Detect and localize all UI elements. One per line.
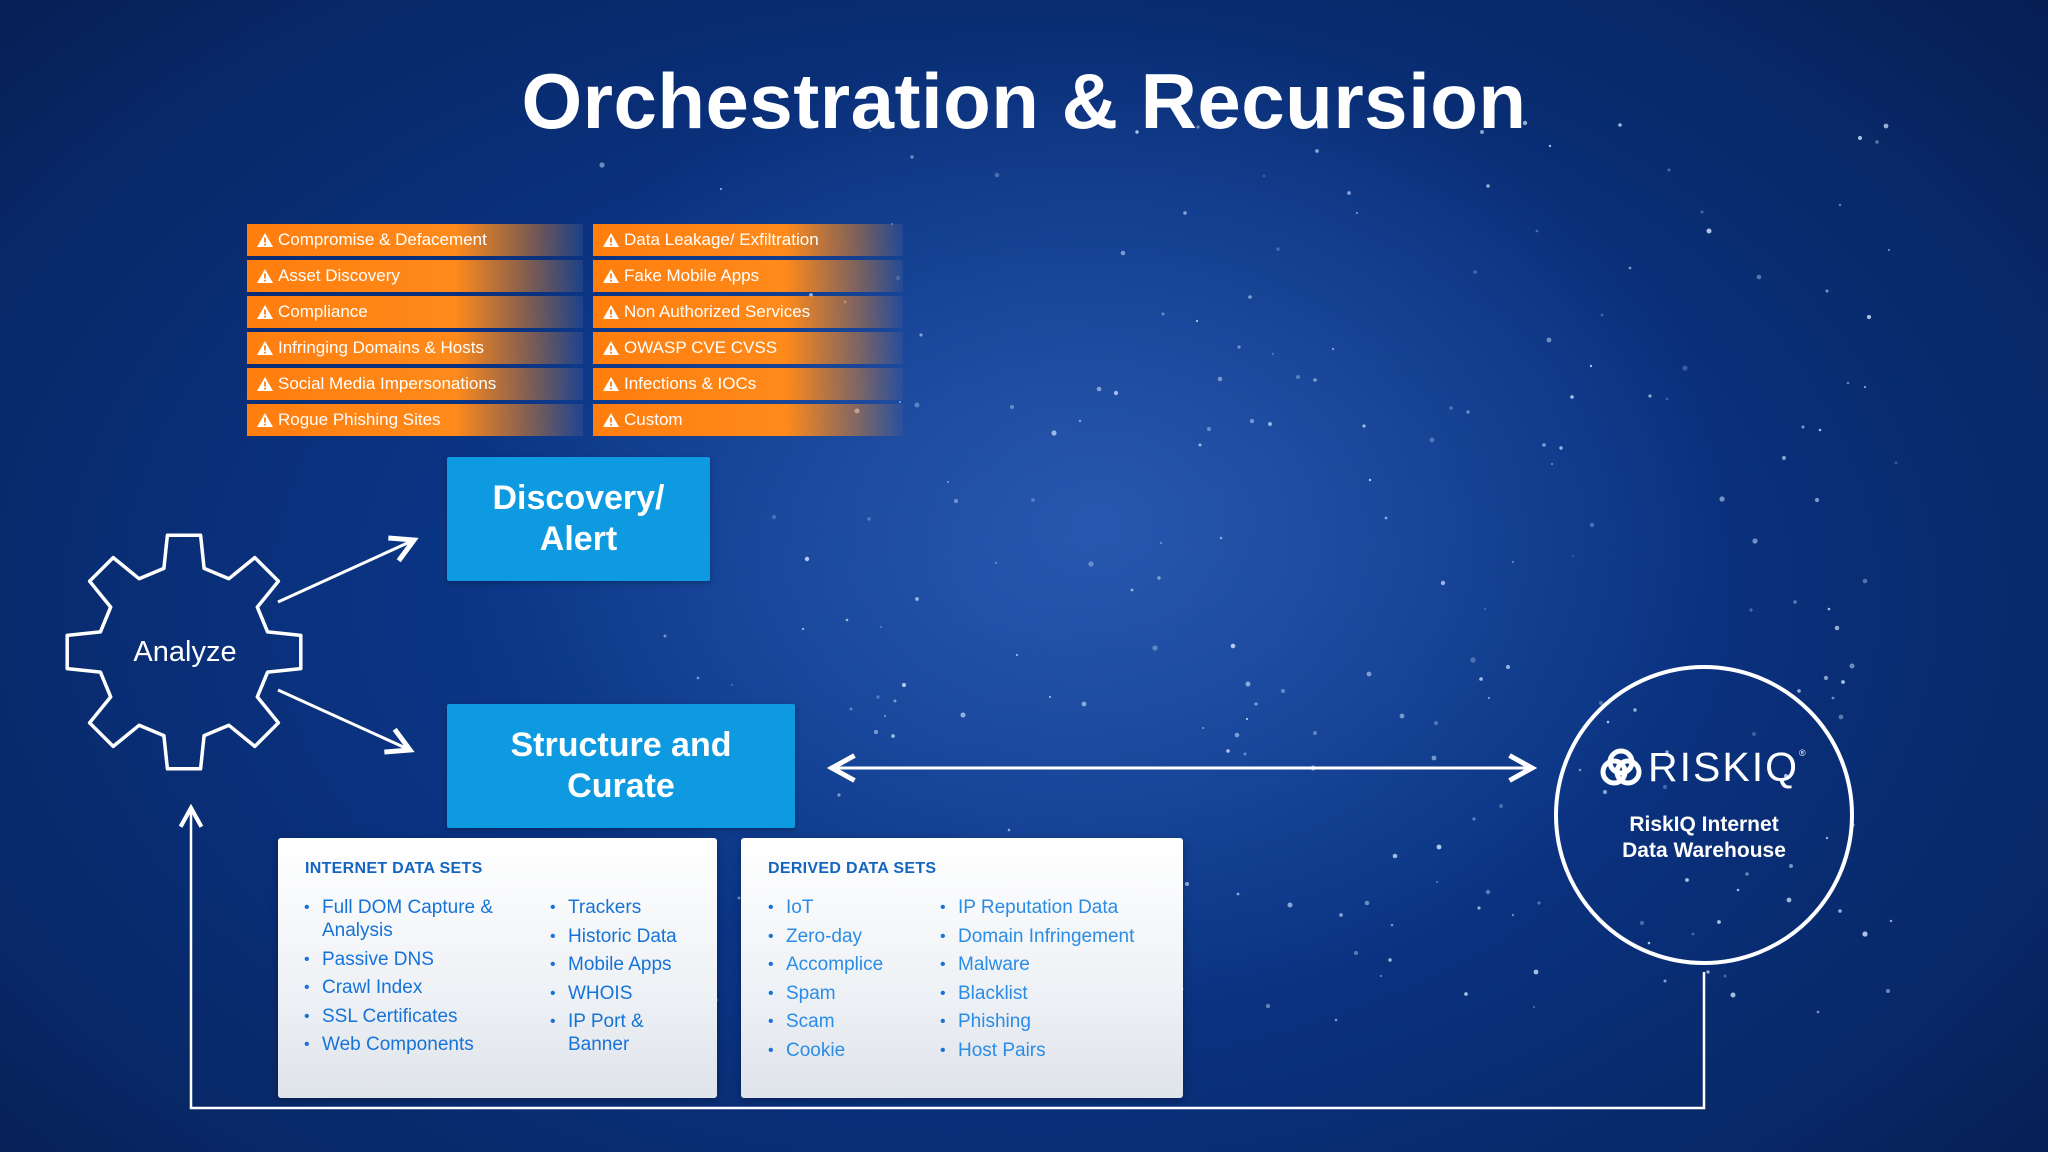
- internet-data-sets-heading: INTERNET DATA SETS: [305, 860, 483, 877]
- warning-icon: [603, 269, 619, 283]
- list-item: SSL Certificates: [304, 1005, 504, 1028]
- alert-item: Social Media Impersonations: [247, 368, 583, 400]
- data-warehouse-label: RiskIQ Internet Data Warehouse: [1554, 812, 1854, 864]
- list-item: Malware: [940, 953, 1170, 976]
- alert-item: Infringing Domains & Hosts: [247, 332, 583, 364]
- derived-data-list-left: IoT Zero-dayAccompliceSpamScamCookie: [768, 896, 928, 1067]
- list-item: Blacklist: [940, 982, 1170, 1005]
- list-item: WHOIS: [550, 982, 700, 1005]
- alert-item: Fake Mobile Apps: [593, 260, 903, 292]
- alert-item-label: OWASP CVE CVSS: [624, 338, 778, 357]
- discovery-alert-box: Discovery/ Alert: [447, 457, 710, 581]
- alert-item: Non Authorized Services: [593, 296, 903, 328]
- warning-icon: [603, 305, 619, 319]
- page-title: Orchestration & Recursion: [521, 57, 1527, 145]
- alert-item: Custom: [593, 404, 903, 436]
- internet-data-sets-panel: INTERNET DATA SETS Full DOM Capture & An…: [278, 838, 717, 1098]
- list-item: Crawl Index: [304, 976, 504, 999]
- list-item: Host Pairs: [940, 1039, 1170, 1062]
- alert-item: Compromise & Defacement: [247, 224, 583, 256]
- alert-item-label: Compliance: [278, 302, 368, 321]
- list-item: Domain Infringement: [940, 925, 1170, 948]
- warning-icon: [603, 341, 619, 355]
- structure-line-1: Structure and: [510, 726, 732, 764]
- list-item: Web Components: [304, 1033, 504, 1056]
- recursion-loop-line: [191, 808, 1706, 1110]
- list-item: Trackers: [550, 896, 700, 919]
- arrow-to-discovery: [277, 540, 414, 604]
- warning-icon: [603, 233, 619, 247]
- alert-item: Infections & IOCs: [593, 368, 903, 400]
- warning-icon: [257, 305, 273, 319]
- gear-icon: [65, 533, 303, 771]
- warning-icon: [257, 377, 273, 391]
- list-item: Mobile Apps: [550, 953, 700, 976]
- derived-data-sets-panel: DERIVED DATA SETS IoT Zero-dayAccompliceS…: [741, 838, 1183, 1098]
- alert-item: Rogue Phishing Sites: [247, 404, 583, 436]
- list-item: Phishing: [940, 1010, 1170, 1033]
- internet-data-list-right: TrackersHistoric DataMobile AppsWHOIS IP …: [550, 896, 700, 1062]
- warning-icon: [257, 413, 273, 427]
- alert-item-label: Fake Mobile Apps: [624, 266, 760, 285]
- warning-icon: [257, 233, 273, 247]
- derived-data-sets-heading: DERIVED DATA SETS: [768, 860, 937, 877]
- warehouse-label-line-2: Data Warehouse: [1622, 839, 1786, 862]
- structure-line-2: Curate: [567, 767, 675, 805]
- alert-item-label: Compromise & Defacement: [278, 230, 487, 249]
- internet-data-list-left: Full DOM Capture & AnalysisPassive DNS Cr…: [304, 896, 504, 1062]
- alert-item: OWASP CVE CVSS: [593, 332, 903, 364]
- list-item: Passive DNS: [304, 948, 504, 971]
- alert-item: Asset Discovery: [247, 260, 583, 292]
- alert-item-label: Data Leakage/ Exfiltration: [624, 230, 819, 249]
- alert-item-label: Infections & IOCs: [624, 374, 757, 393]
- warning-icon: [603, 413, 619, 427]
- alert-item-label: Social Media Impersonations: [278, 374, 497, 393]
- list-item: Full DOM Capture & Analysis: [304, 896, 504, 942]
- list-item: Accomplice: [768, 953, 928, 976]
- list-item: Spam: [768, 982, 928, 1005]
- alert-item-label: Rogue Phishing Sites: [278, 410, 441, 429]
- list-item: Scam: [768, 1010, 928, 1033]
- warehouse-label-line-1: RiskIQ Internet: [1629, 813, 1779, 836]
- data-warehouse-circle: [1554, 665, 1854, 965]
- list-item: IP Port & Banner: [550, 1010, 700, 1056]
- alert-item: Data Leakage/ Exfiltration: [593, 224, 903, 256]
- discovery-line-2: Alert: [539, 520, 618, 558]
- structure-curate-box: Structure and Curate: [447, 704, 795, 828]
- list-item: IoT: [768, 896, 928, 919]
- warning-icon: [603, 377, 619, 391]
- list-item: IP Reputation Data: [940, 896, 1170, 919]
- alert-item-label: Infringing Domains & Hosts: [278, 338, 484, 357]
- arrow-to-structure: [277, 688, 410, 750]
- derived-data-list-right: IP Reputation DataDomain InfringementMal…: [940, 896, 1170, 1067]
- riskiq-logo-icon: [1600, 748, 1642, 786]
- alert-item-label: Asset Discovery: [278, 266, 400, 285]
- alert-item-label: Custom: [624, 410, 683, 429]
- discovery-line-1: Discovery/: [492, 479, 665, 517]
- analyze-label: Analyze: [133, 636, 237, 668]
- riskiq-logo-text: RISKIQ: [1648, 743, 1799, 790]
- list-item: Zero-day: [768, 925, 928, 948]
- alert-item: Compliance: [247, 296, 583, 328]
- warning-icon: [257, 269, 273, 283]
- list-item: Cookie: [768, 1039, 928, 1062]
- alert-item-label: Non Authorized Services: [624, 302, 811, 321]
- warning-icon: [257, 341, 273, 355]
- list-item: Historic Data: [550, 925, 700, 948]
- registered-mark: ®: [1798, 748, 1806, 758]
- riskiq-logo: RISKIQ ®: [1598, 742, 1818, 792]
